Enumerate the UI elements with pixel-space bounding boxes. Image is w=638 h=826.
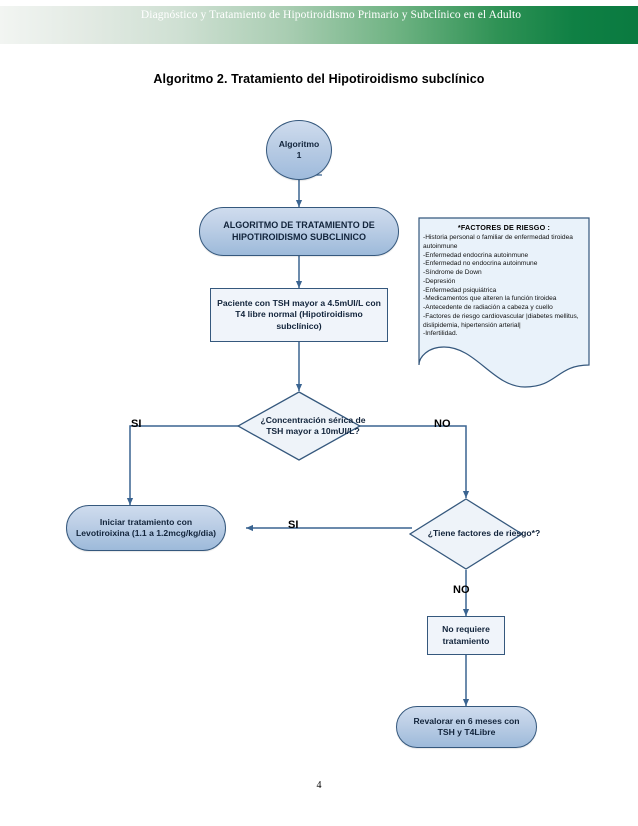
node-algorithm-header: ALGORITMO DE TRATAMIENTO DE HIPOTIROIDIS…: [199, 207, 399, 256]
note-risk-item: -Factores de riesgo cardiovascular |diab…: [423, 312, 579, 329]
edge-label-risk-no: NO: [453, 584, 470, 596]
edge-label-tsh-no: NO: [434, 418, 451, 430]
page-title: Algoritmo 2. Tratamiento del Hipotiroidi…: [153, 72, 485, 86]
edge-label-risk-yes: SI: [288, 519, 299, 531]
note-risk-item: -Historia personal o familiar de enferme…: [423, 234, 573, 250]
note-risk-item: -Enfermedad endocrina autoinmune: [423, 251, 529, 259]
decision-tsh-level: ¿Concentración sérica de TSH mayor a 10m…: [237, 391, 366, 461]
node-patient-criteria-label: Paciente con TSH mayor a 4.5mUI/L con T4…: [217, 297, 381, 331]
note-risk-item: -Medicamentos que alteren la función tir…: [423, 295, 557, 303]
node-start-line2: 1: [296, 150, 302, 160]
note-risk-item: -Síndrome de Down: [423, 269, 482, 277]
node-algorithm-header-label: ALGORITMO DE TRATAMIENTO DE HIPOTIROIDIS…: [223, 219, 375, 242]
note-risk-item: -Enfermedad psiquiátrica: [423, 286, 497, 294]
note-risk-item: -Antecedente de radiación a cabeza y cue…: [423, 304, 553, 312]
node-no-treatment: No requiere tratamiento: [427, 616, 505, 655]
page-number: 4: [316, 780, 322, 791]
decision-risk-factors-label: ¿Tiene factores de riesgo*?: [427, 528, 541, 539]
node-start-levothyroxine-label: Iniciar tratamiento con Levotiroixina (1…: [76, 516, 216, 538]
note-risk-factors-heading: *FACTORES DE RIESGO :: [457, 223, 551, 232]
decision-tsh-level-label: ¿Concentración sérica de TSH mayor a 10m…: [260, 414, 366, 436]
note-risk-item: -Infertilidad.: [423, 330, 458, 338]
note-risk-item: -Enfermedad no endocrina autoinmune: [423, 260, 538, 268]
note-risk-item: -Depresión: [423, 277, 456, 285]
header-banner: [0, 6, 638, 44]
node-reassess-6-months: Revalorar en 6 meses con TSH y T4Libre: [396, 706, 537, 748]
decision-risk-factors: ¿Tiene factores de riesgo*?: [409, 498, 540, 570]
header-title: Diagnóstico y Tratamiento de Hipotiroidi…: [140, 9, 522, 21]
node-patient-criteria: Paciente con TSH mayor a 4.5mUI/L con T4…: [210, 288, 388, 342]
node-start-algoritmo-1: Algoritmo 1: [266, 120, 332, 180]
edge-label-tsh-yes: SI: [131, 418, 142, 430]
node-start-levothyroxine: Iniciar tratamiento con Levotiroixina (1…: [66, 505, 226, 551]
node-start-line1: Algoritmo: [278, 138, 320, 149]
node-no-treatment-label: No requiere tratamiento: [442, 624, 490, 646]
note-risk-factors: *FACTORES DE RIESGO : -Historia personal…: [418, 217, 590, 389]
node-reassess-6-months-label: Revalorar en 6 meses con TSH y T4Libre: [413, 715, 520, 737]
